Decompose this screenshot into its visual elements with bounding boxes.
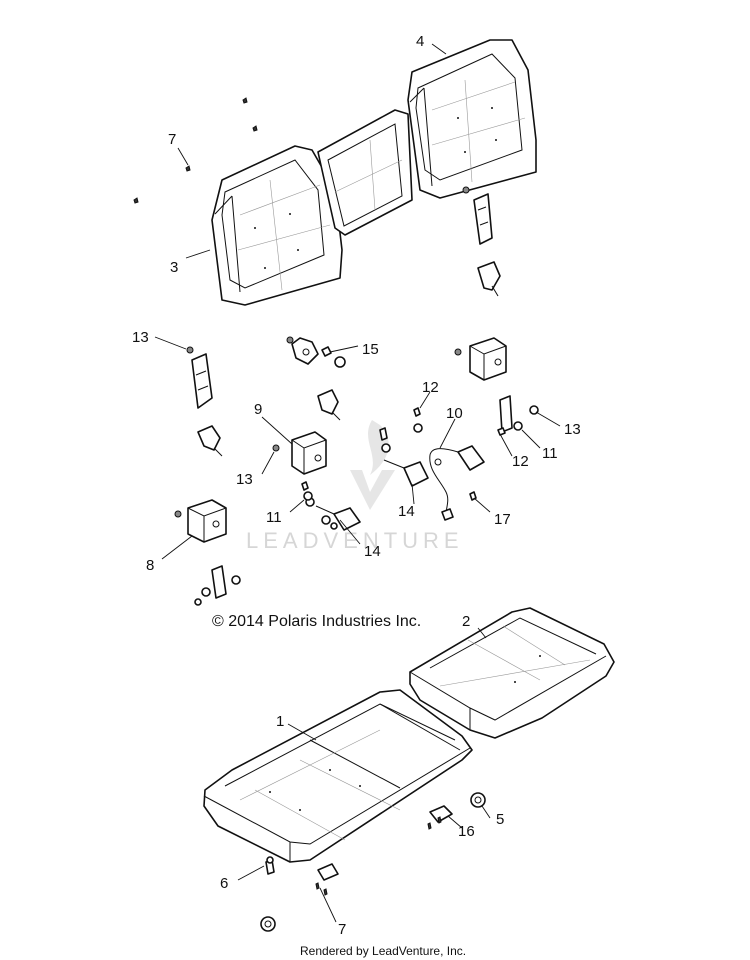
bolt-12[interactable]: [379, 407, 423, 453]
callout-labels: 4 7 3 13 15 12 9 10 13 11 12 13 14 17 11…: [132, 33, 581, 938]
callout-13-mid: 13: [236, 471, 253, 488]
callout-14-upper: 14: [398, 503, 415, 520]
callout-12-right: 12: [512, 453, 529, 470]
buckle-14-upper[interactable]: [383, 459, 429, 487]
callout-11-right: 11: [542, 445, 558, 462]
retractor-8[interactable]: [174, 499, 227, 543]
retractor-bracket-left[interactable]: [186, 346, 213, 409]
nut-5[interactable]: [470, 792, 486, 808]
clip-16[interactable]: [427, 805, 453, 830]
callout-3: 3: [170, 259, 178, 276]
callout-17: 17: [494, 511, 511, 528]
retractor-bracket-right[interactable]: [473, 193, 501, 297]
anchor-hook[interactable]: [286, 336, 346, 368]
footer-credit: Rendered by LeadVenture, Inc.: [300, 944, 466, 958]
seat-cushion-2[interactable]: [409, 607, 615, 739]
bolt-11[interactable]: [301, 481, 313, 501]
callout-14-lower: 14: [364, 543, 381, 560]
callout-13-right: 13: [564, 421, 581, 438]
callout-10: 10: [446, 405, 463, 422]
belt-bracket-right[interactable]: [497, 395, 539, 436]
seat-back-left[interactable]: [211, 145, 343, 306]
lower-anchor-bracket[interactable]: [194, 565, 241, 606]
screw-set-top: [133, 97, 470, 204]
callout-5: 5: [496, 811, 504, 828]
callout-9: 9: [254, 401, 262, 418]
callout-15: 15: [362, 341, 379, 358]
callout-7-top: 7: [168, 131, 176, 148]
callout-7-bottom: 7: [338, 921, 346, 938]
buckle-left[interactable]: [197, 425, 223, 457]
buckle-center[interactable]: [317, 389, 341, 421]
buckle-harness-10[interactable]: [429, 445, 485, 521]
buckle-14-lower[interactable]: [305, 497, 361, 531]
seat-cushion-1[interactable]: [203, 689, 473, 863]
callout-13-left: 13: [132, 329, 149, 346]
stud-6[interactable]: [265, 856, 275, 875]
callout-2: 2: [462, 613, 470, 630]
callout-1: 1: [276, 713, 284, 730]
callout-16: 16: [458, 823, 475, 840]
leader-lines: [154, 43, 561, 923]
nut-bottom[interactable]: [260, 916, 276, 932]
callout-12-center: 12: [422, 379, 439, 396]
nut-13: [272, 444, 280, 452]
callout-6: 6: [220, 875, 228, 892]
callout-11-left: 11: [266, 509, 282, 526]
leadventure-watermark: LEADVENTURE: [246, 420, 464, 553]
callout-4: 4: [416, 33, 424, 50]
seat-back-right[interactable]: [407, 39, 537, 199]
watermark-text: LEADVENTURE: [246, 528, 464, 553]
clip-lower[interactable]: [315, 863, 339, 896]
copyright-notice: © 2014 Polaris Industries Inc.: [212, 613, 421, 630]
callout-8: 8: [146, 557, 154, 574]
seat-back-center[interactable]: [317, 109, 413, 236]
retractor-upper-right[interactable]: [454, 337, 507, 381]
retractor-9[interactable]: [291, 431, 327, 475]
